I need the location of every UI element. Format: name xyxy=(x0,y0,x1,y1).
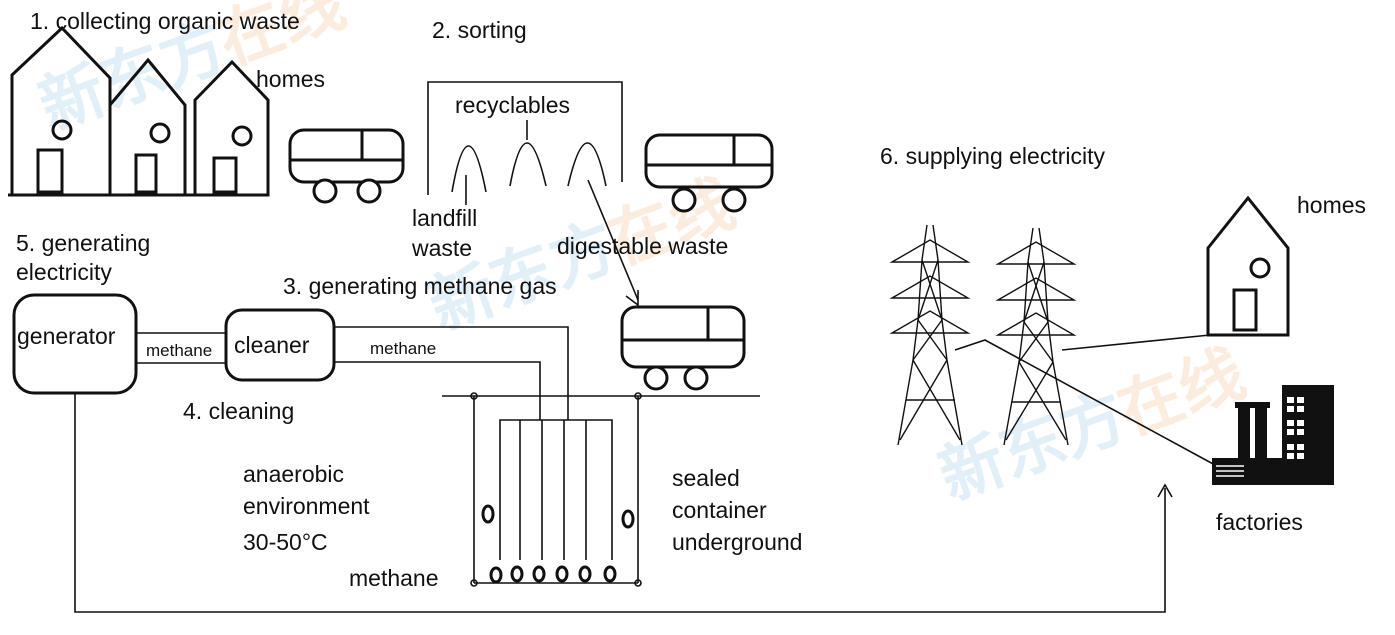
generator-label: generator xyxy=(17,323,116,349)
svg-text:在线: 在线 xyxy=(599,167,745,280)
step-5-title-line1: 5. generating xyxy=(16,230,150,256)
sealed-line3: underground xyxy=(672,529,802,555)
step-5-title-line2: electricity xyxy=(16,259,112,285)
truck-3 xyxy=(620,305,746,391)
electricity-line xyxy=(74,393,1173,613)
svg-text:在线: 在线 xyxy=(1109,337,1255,450)
pylon-1 xyxy=(889,224,971,446)
homes-label-top: homes xyxy=(256,66,325,92)
digestable-label: digestable waste xyxy=(557,233,728,259)
anaerobic-line3: 30-50°C xyxy=(243,529,328,555)
step-4-title: 4. cleaning xyxy=(183,398,294,424)
methane-bubbles xyxy=(489,565,617,584)
cleaner-label: cleaner xyxy=(234,332,310,358)
homes-label-right: homes xyxy=(1297,192,1366,218)
step-6-title: 6. supplying electricity xyxy=(880,143,1105,169)
factory xyxy=(1212,385,1334,485)
house-2 xyxy=(108,57,187,197)
house-right xyxy=(1206,195,1290,337)
anaerobic-line2: environment xyxy=(243,493,370,519)
svg-text:新东方: 新东方 xyxy=(930,380,1136,515)
sorting-box xyxy=(427,81,639,307)
step-3-title: 3. generating methane gas xyxy=(283,273,557,299)
landfill-label-line2: waste xyxy=(411,235,472,261)
recyclables-label: recyclables xyxy=(455,92,570,118)
pipe-methane-label-1: methane xyxy=(146,341,212,360)
pylon-2 xyxy=(995,227,1077,446)
step-2-title: 2. sorting xyxy=(432,17,527,43)
anaerobic-line1: anaerobic xyxy=(243,461,344,487)
pipe-generator-cleaner xyxy=(136,332,226,364)
truck-1 xyxy=(288,128,405,204)
sealed-line2: container xyxy=(672,497,767,523)
sealed-line1: sealed xyxy=(672,465,740,491)
house-3 xyxy=(193,59,270,197)
cleaner-box xyxy=(224,308,336,382)
watermark-logo-3: 新东方 在线 xyxy=(930,337,1254,515)
power-wires xyxy=(954,334,1216,466)
houses-top xyxy=(8,25,270,197)
landfill-label-line1: landfill xyxy=(412,205,477,231)
tank-methane-label: methane xyxy=(349,565,439,591)
pipe-methane-label-2: methane xyxy=(370,339,436,358)
sealed-container xyxy=(470,392,642,587)
factories-label: factories xyxy=(1216,509,1303,535)
step-1-title: 1. collecting organic waste xyxy=(30,8,300,34)
truck-2 xyxy=(644,133,774,213)
pipe-cleaner-tank xyxy=(334,326,569,420)
